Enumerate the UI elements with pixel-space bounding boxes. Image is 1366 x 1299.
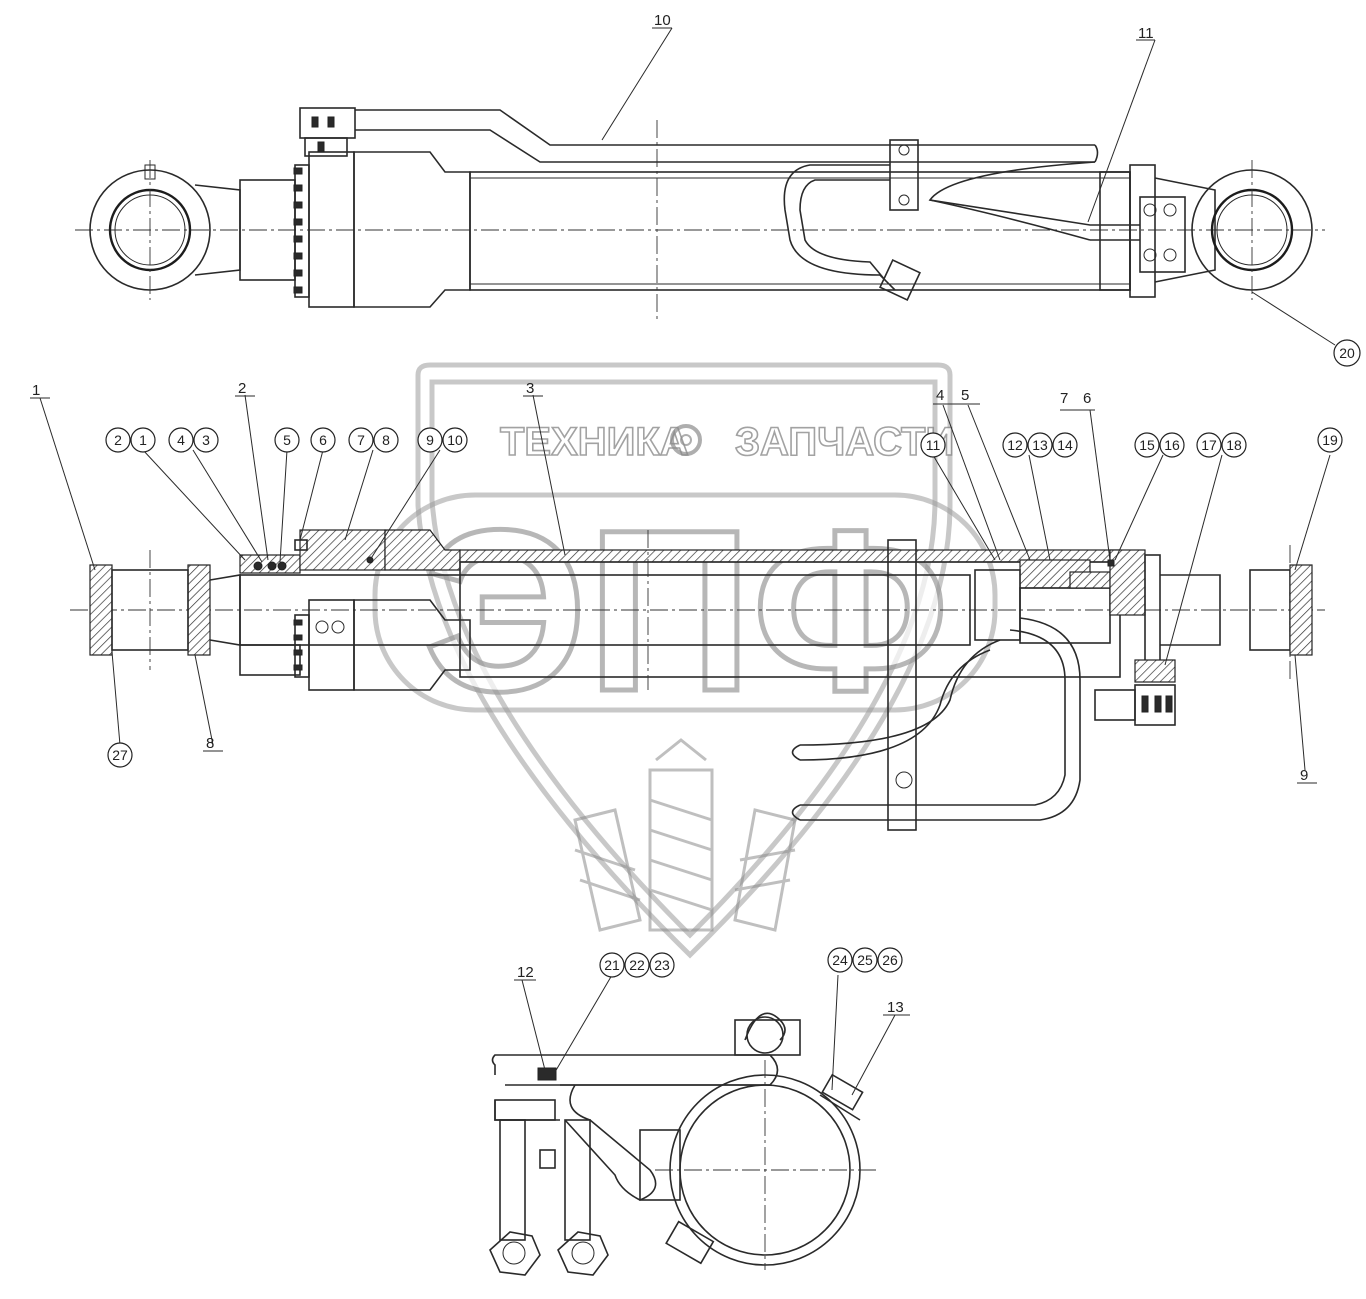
section-callout-circle-1	[130, 427, 156, 453]
callout-3: 3	[526, 380, 534, 397]
section-callout-label-18: 18	[1226, 437, 1242, 453]
watermark: ТЕХНИКА ЗАПЧАСТИ ЭПФ	[372, 362, 998, 959]
section-callout-circle-19	[1317, 427, 1343, 453]
section-callout-label-4: 4	[177, 432, 185, 448]
section-callout-circle-8	[373, 427, 399, 453]
cylinder-top-view	[75, 27, 1336, 346]
callout-11-top: 11	[1138, 25, 1154, 42]
bracket-callout-label-22: 22	[629, 957, 645, 973]
callout-10-top: 10	[654, 12, 671, 29]
bracket-callout-circle-25	[852, 947, 878, 973]
section-callout-label-1: 1	[139, 432, 147, 448]
section-callout-label-17: 17	[1201, 437, 1217, 453]
callout-20-label: 20	[1339, 345, 1355, 361]
callout-1: 1	[32, 382, 40, 399]
section-callout-label-7: 7	[357, 432, 365, 448]
section-callout-circle-14	[1052, 432, 1078, 458]
watermark-left-text: ТЕХНИКА	[500, 420, 689, 464]
callout-5: 5	[961, 387, 969, 404]
callout-6: 6	[1083, 390, 1091, 407]
watermark-gear-icon	[670, 424, 702, 456]
section-callout-label-5: 5	[283, 432, 291, 448]
bracket-circle-callouts: 21 22 23 24 25 26	[599, 947, 903, 978]
section-callout-circle-18	[1221, 432, 1247, 458]
section-callout-label-8: 8	[382, 432, 390, 448]
callout-4: 4	[936, 387, 944, 404]
callout-2: 2	[238, 380, 246, 397]
callout-7: 7	[1060, 390, 1068, 407]
section-callout-circle-2	[105, 427, 131, 453]
section-callout-label-19: 19	[1322, 432, 1338, 448]
section-callout-circle-6	[310, 427, 336, 453]
section-callout-circle-5	[274, 427, 300, 453]
section-callout-circle-7	[348, 427, 374, 453]
section-callout-label-12: 12	[1007, 437, 1023, 453]
section-callout-circle-27	[107, 742, 133, 768]
section-callout-label-15: 15	[1139, 437, 1155, 453]
bracket-callout-label-25: 25	[857, 952, 873, 968]
callout-9: 9	[1300, 767, 1308, 784]
bracket-callout-circle-24	[827, 947, 853, 973]
watermark-wheat-icon	[573, 738, 797, 932]
section-callout-circle-17	[1196, 432, 1222, 458]
bracket-callout-label-23: 23	[654, 957, 670, 973]
bracket-callout-circle-26	[877, 947, 903, 973]
section-callout-circle-12	[1002, 432, 1028, 458]
section-callout-label-10: 10	[447, 432, 463, 448]
section-callout-circle-3	[193, 427, 219, 453]
section-callout-circle-15	[1134, 432, 1160, 458]
section-callout-label-2: 2	[114, 432, 122, 448]
section-callout-circle-9	[417, 427, 443, 453]
bracket-callout-label-24: 24	[832, 952, 848, 968]
bracket-callout-label-26: 26	[882, 952, 898, 968]
section-callout-label-16: 16	[1164, 437, 1180, 453]
section-callout-circle-11	[920, 432, 946, 458]
section-underline-callouts: 1 2 3 4 5 7 6 8 9	[30, 380, 1317, 784]
section-callout-circle-4	[168, 427, 194, 453]
section-callout-circle-13	[1027, 432, 1053, 458]
bracket-callout-13: 13	[887, 999, 904, 1016]
callout-8: 8	[206, 735, 214, 752]
bracket-detail-view	[489, 974, 910, 1276]
watermark-right-text: ЗАПЧАСТИ	[735, 420, 954, 464]
section-callout-label-6: 6	[319, 432, 327, 448]
section-callout-label-13: 13	[1032, 437, 1048, 453]
section-callout-label-9: 9	[426, 432, 434, 448]
bracket-callout-label-21: 21	[604, 957, 620, 973]
section-callout-circle-16	[1159, 432, 1185, 458]
bracket-callout-circle-22	[624, 952, 650, 978]
bracket-callout-circle-21	[599, 952, 625, 978]
bracket-callout-circle-23	[649, 952, 675, 978]
watermark-logo-text: ЭПФ	[423, 482, 948, 739]
cylinder-section-view	[39, 394, 1331, 831]
section-callout-label-11: 11	[926, 437, 941, 453]
section-callout-label-14: 14	[1057, 437, 1073, 453]
section-callout-label-27: 27	[112, 747, 128, 763]
callout-20-circle	[1333, 339, 1361, 367]
bracket-callout-12: 12	[517, 964, 534, 981]
section-callout-circle-10	[442, 427, 468, 453]
section-callout-label-3: 3	[202, 432, 210, 448]
